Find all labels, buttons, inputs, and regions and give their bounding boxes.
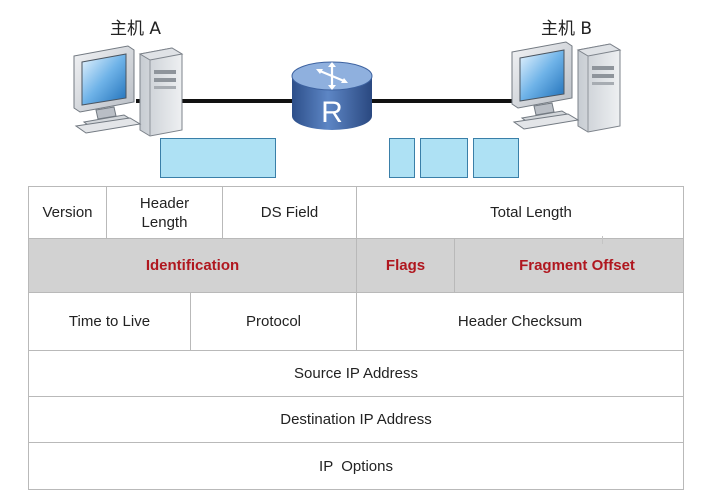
field-protocol: Protocol xyxy=(191,293,357,350)
header-row-6: IP Options xyxy=(29,443,683,489)
ip-header-table: Version Header Length DS Field Total Len… xyxy=(28,186,684,490)
field-source-ip-address: Source IP Address xyxy=(294,365,418,382)
field-version: Version xyxy=(29,187,107,238)
host-a-computer-icon xyxy=(73,45,184,137)
original-packet xyxy=(160,138,276,178)
field-fragment-offset: Fragment Offset xyxy=(519,257,635,274)
field-ds-field: DS Field xyxy=(223,187,357,238)
header-row-4: Source IP Address xyxy=(29,351,683,397)
field-header-length: Header Length xyxy=(107,187,223,238)
field-header-checksum: Header Checksum xyxy=(457,313,583,330)
field-destination-ip-address: Destination IP Address xyxy=(280,411,432,428)
header-row-2-fragmentation: Identification Flags Fragment Offset xyxy=(29,239,683,293)
packet-fragment-1 xyxy=(389,138,415,178)
router-icon: R xyxy=(291,61,373,130)
packet-fragment-2 xyxy=(420,138,468,178)
field-total-length: Total Length xyxy=(490,204,572,221)
table-tick-mark xyxy=(602,236,603,244)
link-router-host-b xyxy=(368,99,526,103)
field-ip-options: IP Options xyxy=(319,457,393,475)
header-row-1: Version Header Length DS Field Total Len… xyxy=(29,187,683,239)
field-time-to-live: Time to Live xyxy=(29,293,191,350)
packet-fragment-3 xyxy=(473,138,519,178)
header-row-5: Destination IP Address xyxy=(29,397,683,443)
host-b-computer-icon xyxy=(511,41,622,133)
header-row-3: Time to Live Protocol Header Checksum xyxy=(29,293,683,351)
host-a-label: 主机 A xyxy=(110,19,162,39)
host-b-label: 主机 B xyxy=(541,19,593,39)
link-host-a-router xyxy=(136,99,296,103)
router-letter: R xyxy=(321,96,343,129)
field-identification: Identification xyxy=(29,239,357,292)
field-flags: Flags xyxy=(357,239,455,292)
